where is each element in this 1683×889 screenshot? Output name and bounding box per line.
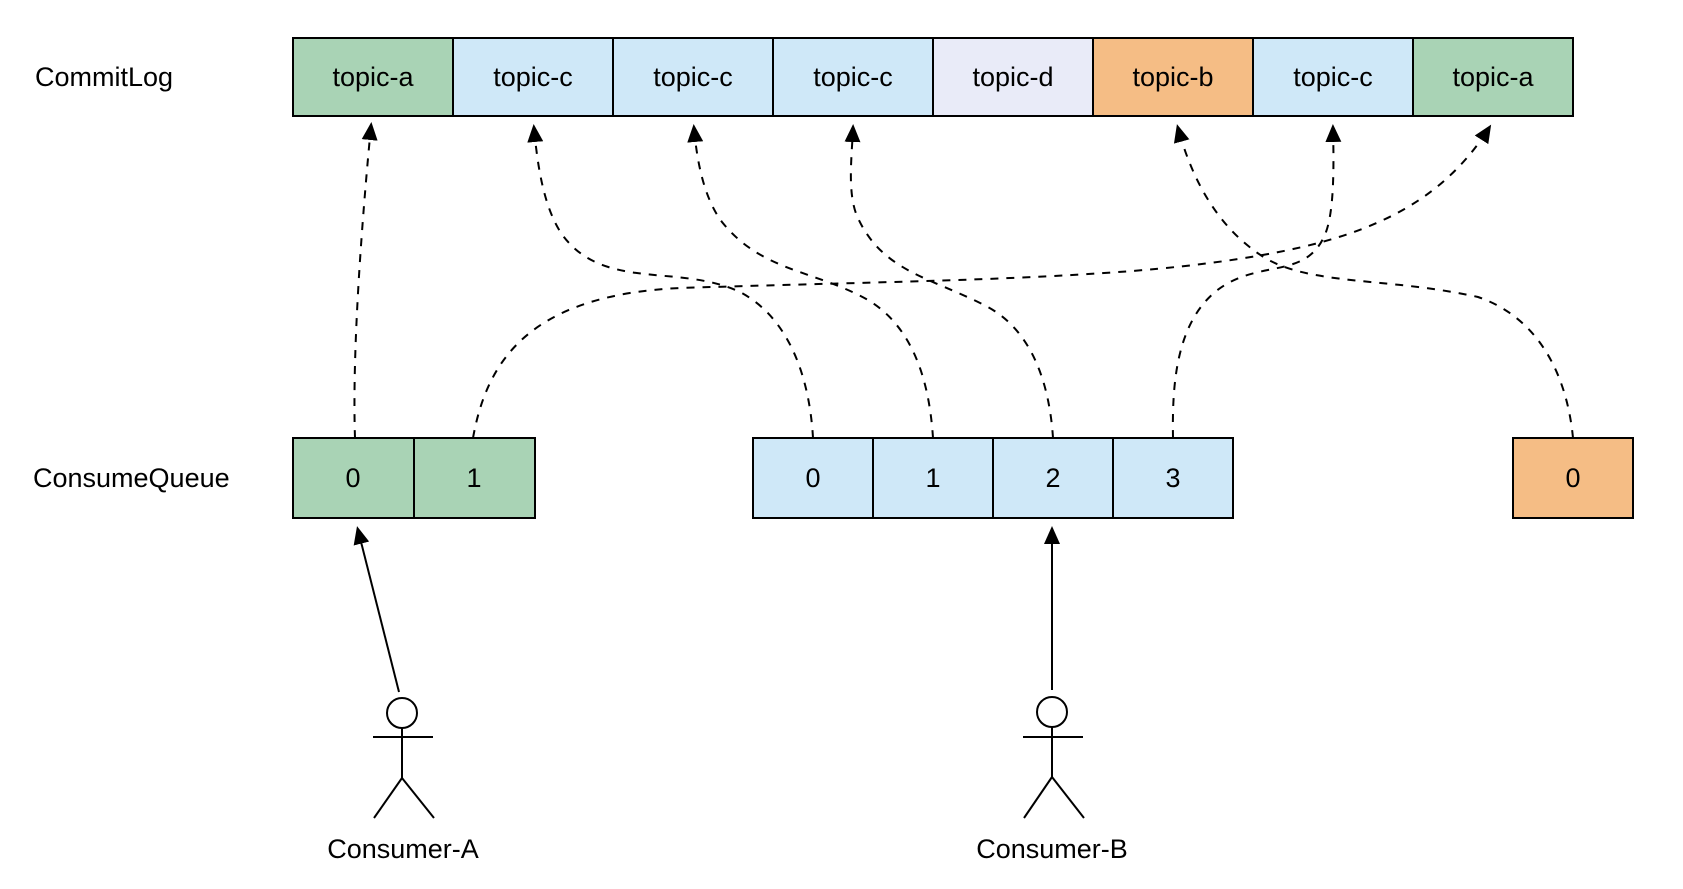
queue-orange-cell-0-label: 0 (1565, 463, 1580, 493)
queue-green-cell-1-label: 1 (466, 463, 481, 493)
link-queue-green-1-to-commit-7 (472, 124, 1492, 439)
commitlog-label: CommitLog (35, 62, 173, 92)
consumer-b-head (1036, 696, 1068, 728)
link-queue-blue-1-to-commit-2 (687, 124, 934, 439)
consumer-a-right-leg (401, 777, 435, 819)
commitlog-cell-4 (932, 37, 1094, 117)
commitlog-cell-5 (1092, 37, 1254, 117)
queue-blue-cell-1 (872, 437, 994, 519)
commitlog-cell-6 (1252, 37, 1414, 117)
commitlog-cell-1 (452, 37, 614, 117)
consumer-a: Consumer-A (327, 526, 479, 864)
queue-blue-cell-1-label: 1 (925, 463, 940, 493)
commitlog-cell-3-label: topic-c (813, 62, 893, 92)
queue-blue-cell-2-label: 2 (1045, 463, 1060, 493)
consumer-a-person-icon (373, 697, 435, 819)
queue-green-cell-0-label: 0 (345, 463, 360, 493)
commitlog-cell-1-label: topic-c (493, 62, 573, 92)
consumequeue-label: ConsumeQueue (33, 463, 230, 493)
link-queue-blue-2-to-commit-3 (844, 124, 1054, 439)
consumer-b-person-icon (1023, 696, 1085, 819)
consumer-a-arrow (353, 526, 400, 693)
commitlog-cell-6-label: topic-c (1293, 62, 1373, 92)
consumequeue-row: 0 1 0 1 2 3 0 (292, 437, 1634, 519)
commitlog-row: topic-a topic-c topic-c topic-c topic-d … (292, 37, 1574, 117)
commitlog-cell-2-label: topic-c (653, 62, 733, 92)
commitlog-cell-0 (292, 37, 454, 117)
queue-to-commitlog-links (353, 122, 1574, 439)
consumer-b: Consumer-B (976, 526, 1128, 864)
queue-blue-cell-0-label: 0 (805, 463, 820, 493)
commitlog-cell-7-label: topic-a (1452, 62, 1534, 92)
queue-green-cell-0 (292, 437, 415, 519)
commitlog-cell-5-label: topic-b (1132, 62, 1213, 92)
queue-blue-cell-2 (992, 437, 1114, 519)
consumer-a-left-leg (373, 777, 403, 819)
commitlog-cell-0-label: topic-a (332, 62, 414, 92)
consumer-a-head (386, 697, 418, 729)
queue-orange-cell-0 (1512, 437, 1634, 519)
commitlog-cell-4-label: topic-d (972, 62, 1053, 92)
queue-green-cell-1 (413, 437, 536, 519)
link-queue-blue-0-to-commit-1 (527, 124, 814, 439)
consumer-b-label: Consumer-B (976, 834, 1128, 864)
link-queue-blue-3-to-commit-6 (1171, 124, 1342, 439)
commitlog-cell-7 (1412, 37, 1574, 117)
commitlog-cell-2 (612, 37, 774, 117)
consumer-b-right-leg (1051, 776, 1085, 819)
link-queue-green-0-to-commit-0 (353, 122, 378, 439)
queue-blue-cell-3-label: 3 (1165, 463, 1180, 493)
link-queue-orange-0-to-commit-5 (1173, 124, 1574, 439)
consumer-b-left-leg (1023, 776, 1053, 819)
consumer-a-label: Consumer-A (327, 834, 479, 864)
